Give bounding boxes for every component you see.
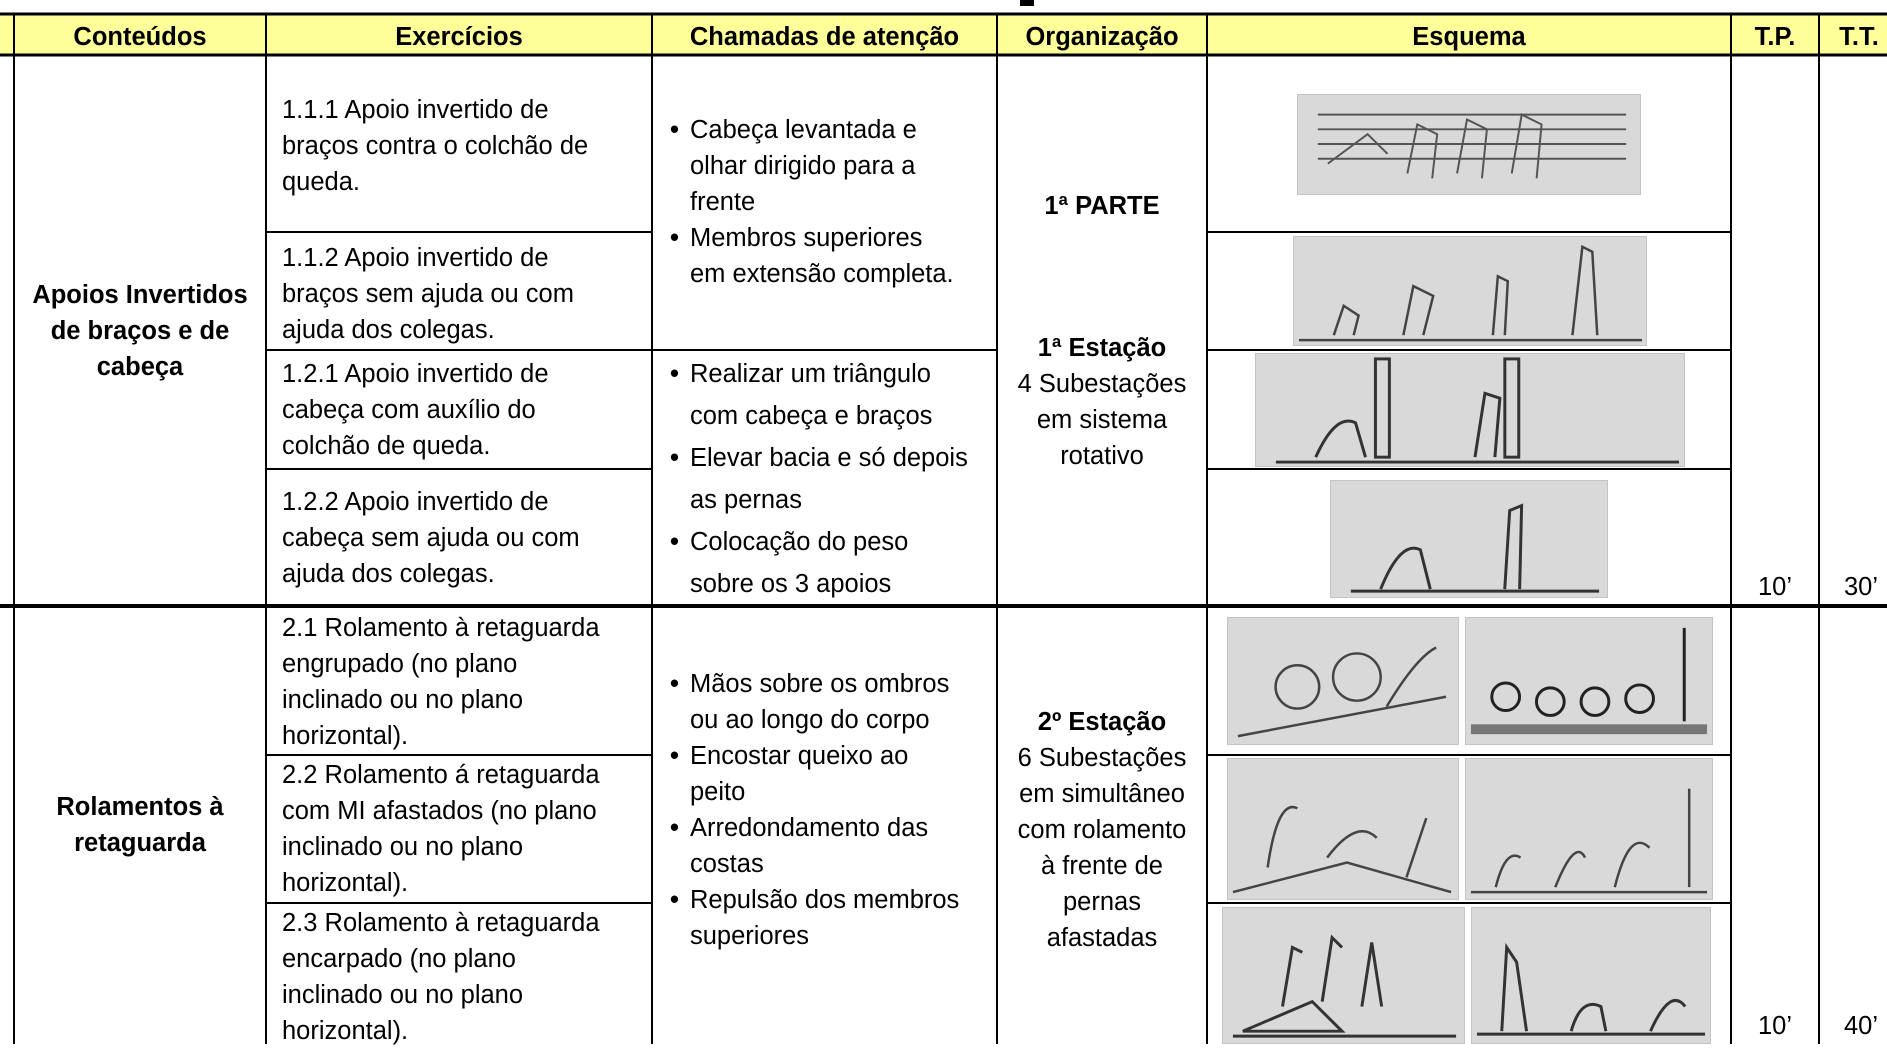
section2-conteudo: Rolamentos à retaguarda [56, 793, 224, 857]
org-parte: 1ª PARTE [1044, 192, 1160, 220]
header-conteudos: Conteúdos [73, 23, 207, 51]
header-esquema: Esquema [1412, 23, 1526, 51]
exercise-2-2: 2.2 Rolamento á retaguarda com MI afasta… [282, 761, 600, 897]
cropped-title-fragment [1020, 0, 1034, 6]
exercise-2-1: 2.1 Rolamento à retaguarda engrupado (no… [282, 614, 600, 750]
org-estacao-2: 2º Estação 6 Subestações em simultâneo c… [1017, 708, 1187, 952]
bullet-membros: Membros superiores em extensão completa. [670, 220, 990, 292]
handstand-against-mat-illustration [1297, 94, 1641, 195]
exercise-1-2-1: 1.2.1 Apoio invertido de cabeça com auxí… [282, 360, 549, 460]
header-exercicios: Exercícios [395, 23, 523, 51]
header-tt: T.T. [1839, 23, 1879, 51]
back-roll-straddle-floor-illustration [1465, 758, 1713, 900]
header-chamadas: Chamadas de atenção [689, 23, 960, 51]
header-tp: T.P. [1754, 23, 1796, 51]
exercise-2-3: 2.3 Rolamento à retaguarda encarpado (no… [282, 909, 600, 1045]
section1-tp: 10’ [1758, 573, 1793, 601]
chamadas-2: Mãos sobre os ombros ou ao longo do corp… [670, 666, 992, 954]
bullet-cabeca: Cabeça levantada e olhar dirigido para a… [670, 112, 990, 220]
header-organizacao: Organização [1025, 23, 1179, 51]
bullet-costas: Arredondamento das costas [670, 810, 992, 882]
handstand-with-help-illustration [1293, 236, 1647, 346]
back-roll-straddle-incline-illustration [1227, 758, 1459, 900]
section1-tt: 30’ [1844, 573, 1879, 601]
header-row-background [0, 14, 1887, 54]
exercise-1-1-1: 1.1.1 Apoio invertido de braços contra o… [282, 96, 589, 196]
bullet-triangulo: Realizar um triângulo com cabeça e braço… [670, 353, 995, 437]
exercise-1-2-2: 1.2.2 Apoio invertido de cabeça sem ajud… [282, 488, 580, 588]
org-estacao-1: 1ª Estação 4 Subestações em sistema rota… [1017, 334, 1187, 470]
bullet-queixo: Encostar queixo ao peito [670, 738, 992, 810]
back-roll-piked-incline-illustration [1222, 907, 1465, 1044]
bullet-peso: Colocação do peso sobre os 3 apoios [670, 521, 995, 605]
back-roll-tucked-incline-illustration [1227, 617, 1459, 745]
bullet-maos: Mãos sobre os ombros ou ao longo do corp… [670, 666, 992, 738]
back-roll-tucked-floor-illustration [1465, 617, 1713, 745]
section1-conteudo: Apoios Invertidos de braços e de cabeça [32, 280, 248, 381]
chamadas-1a: Cabeça levantada e olhar dirigido para a… [670, 112, 990, 292]
headstand-with-mat-illustration [1255, 353, 1685, 467]
chamadas-1b: Realizar um triângulo com cabeça e braço… [670, 353, 995, 605]
bullet-repulsao: Repulsão dos membros superiores [670, 882, 992, 954]
headstand-free-illustration [1330, 480, 1608, 598]
section2-tp: 10’ [1758, 1012, 1793, 1040]
bullet-bacia: Elevar bacia e só depois as pernas [670, 437, 995, 521]
section2-tt: 40’ [1844, 1012, 1879, 1040]
back-roll-piked-floor-illustration [1471, 907, 1711, 1044]
exercise-1-1-2: 1.1.2 Apoio invertido de braços sem ajud… [282, 244, 574, 344]
